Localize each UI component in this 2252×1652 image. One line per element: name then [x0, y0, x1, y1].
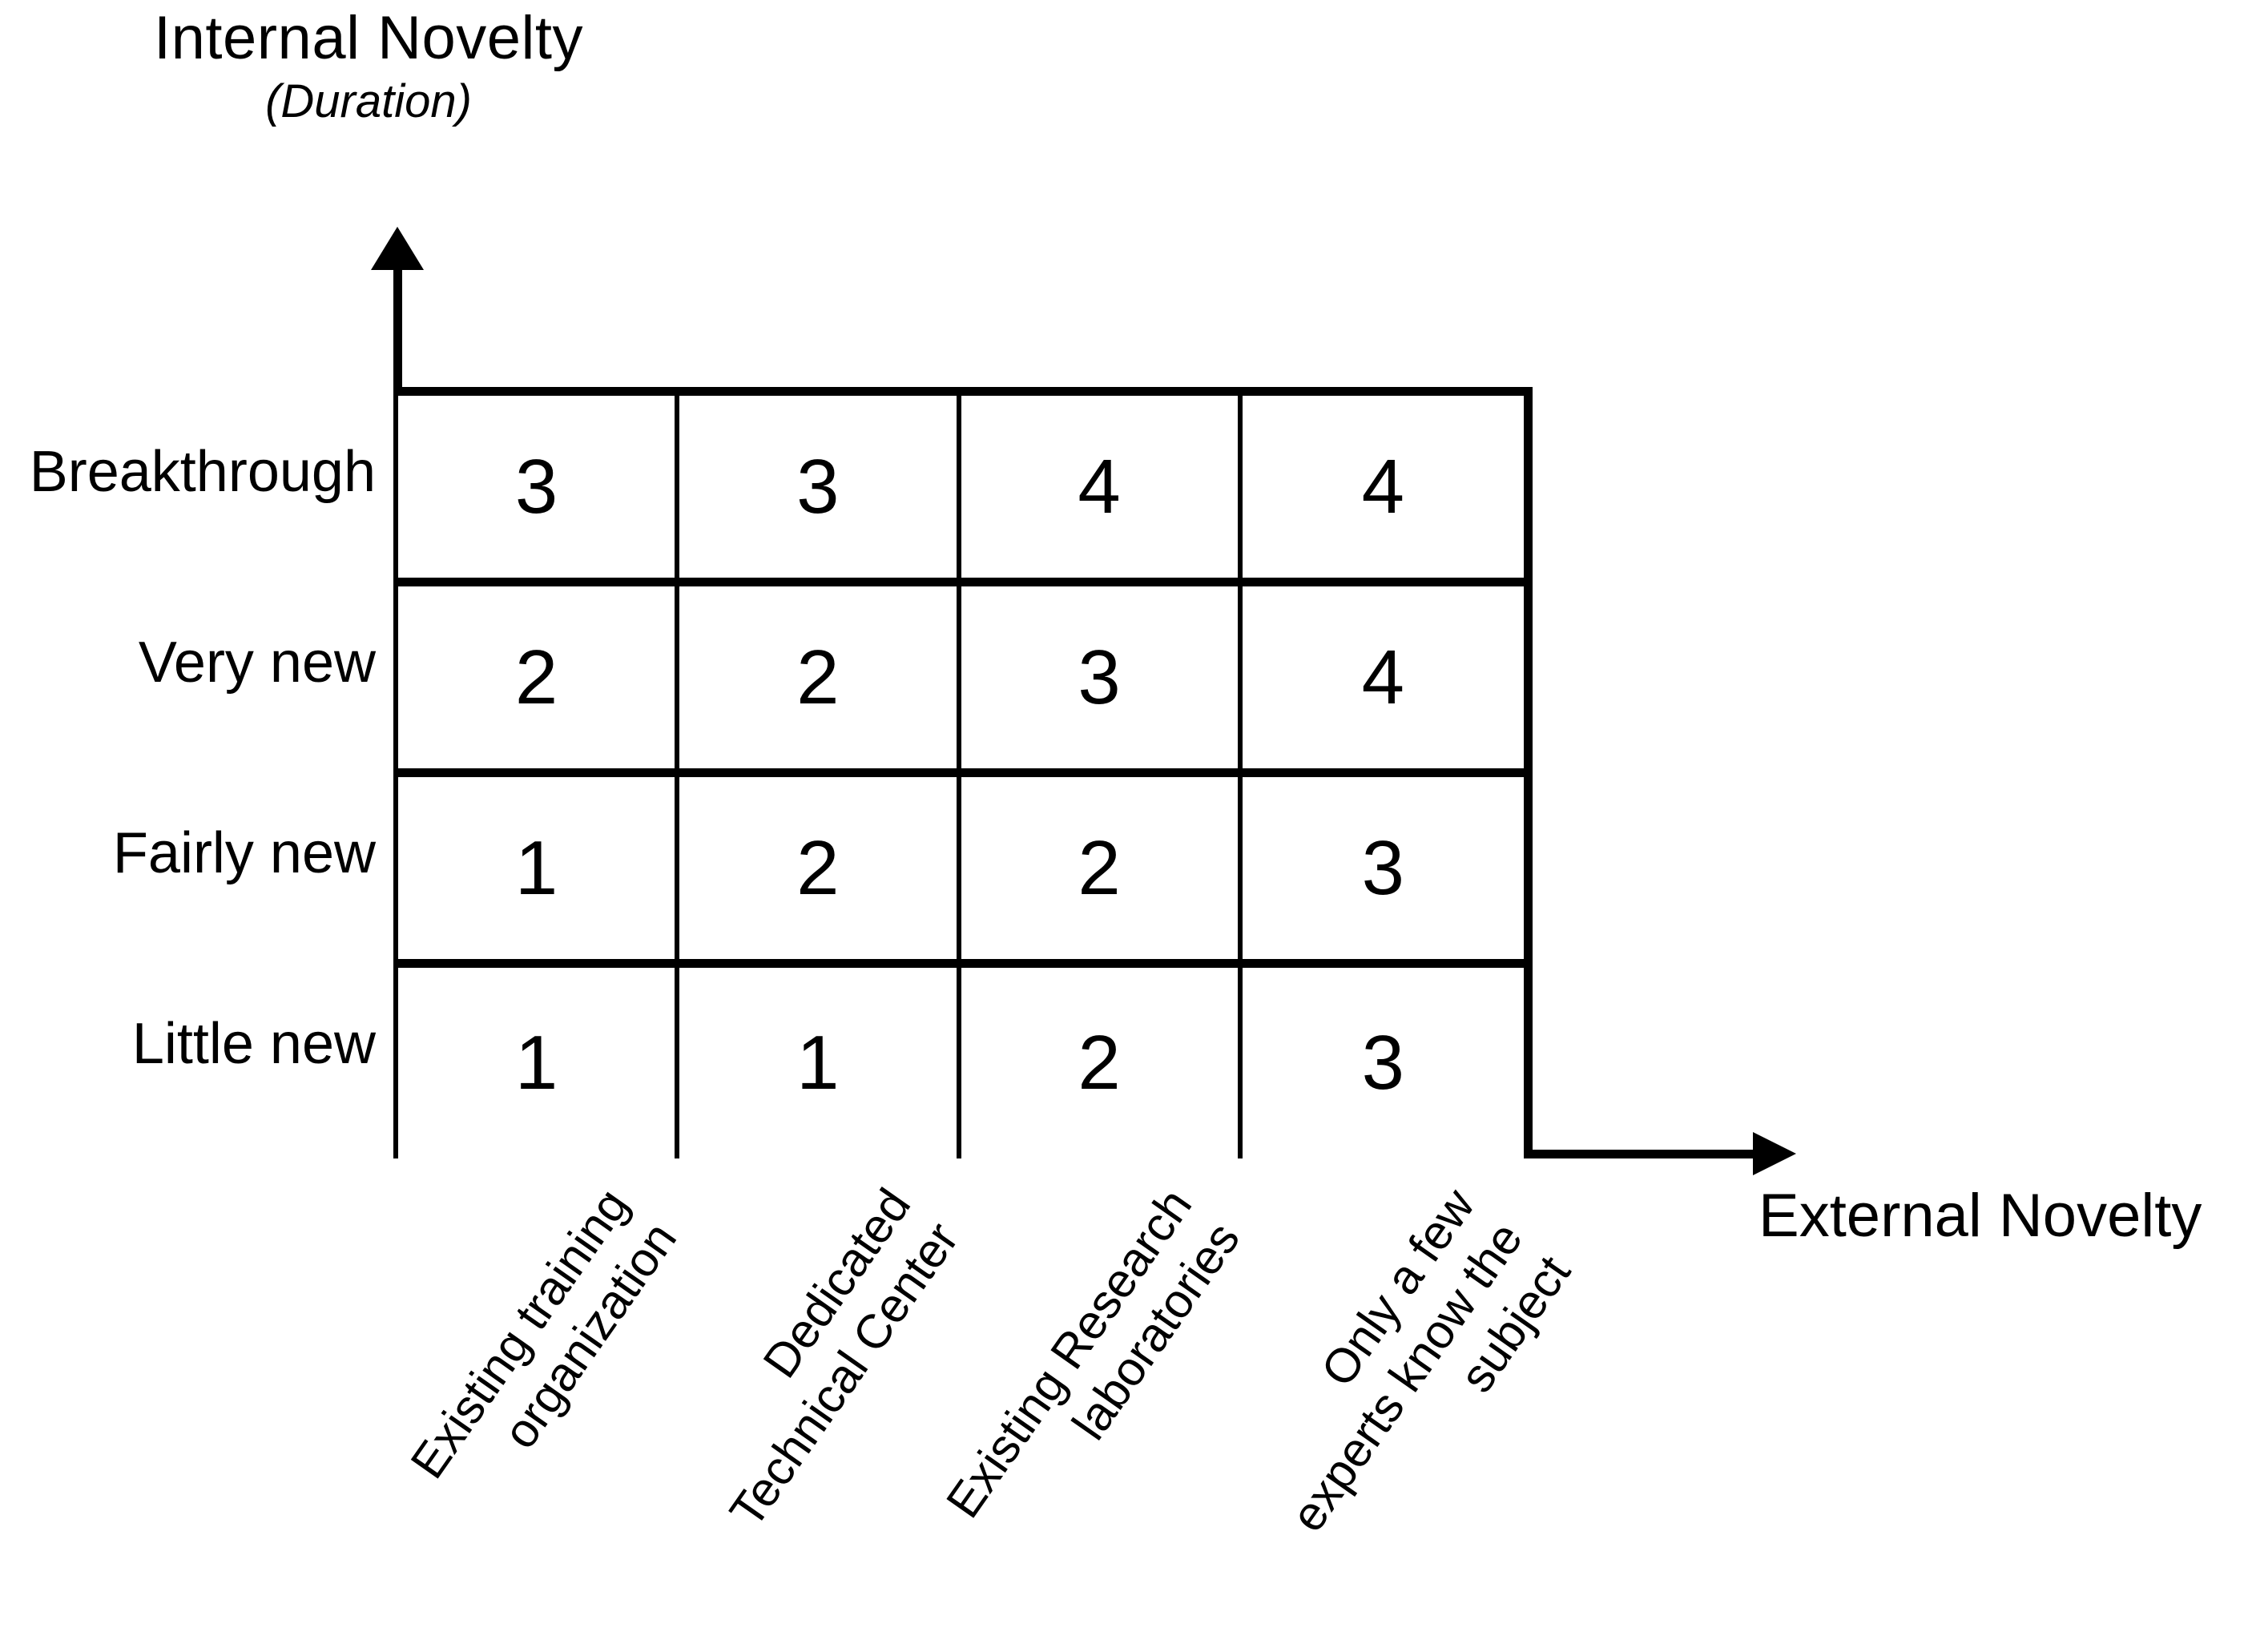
matrix-cell: 1: [398, 777, 680, 968]
y-axis-title: Internal Novelty: [153, 4, 584, 72]
row-label-very-new: Very new: [138, 631, 376, 695]
y-axis-line: [393, 240, 402, 1158]
matrix-cell: 3: [1242, 968, 1524, 1158]
matrix-cell: 3: [398, 396, 680, 586]
y-axis-arrow-icon: [371, 227, 424, 270]
matrix-cell: 4: [961, 396, 1243, 586]
row-label-breakthrough: Breakthrough: [29, 440, 376, 504]
matrix-cell: 2: [679, 586, 961, 777]
matrix-cell: 2: [961, 777, 1243, 968]
y-axis-subtitle: (Duration): [265, 75, 472, 127]
row-label-little-new: Little new: [131, 1012, 376, 1076]
matrix-cell: 3: [679, 396, 961, 586]
matrix-cell: 2: [398, 586, 680, 777]
matrix-cell: 2: [961, 968, 1243, 1158]
matrix-cell: 1: [679, 968, 961, 1158]
matrix-cell: 2: [679, 777, 961, 968]
matrix-cell: 4: [1242, 396, 1524, 586]
matrix-cell: 3: [1242, 777, 1524, 968]
matrix-cell: 4: [1242, 586, 1524, 777]
matrix-cell: 3: [961, 586, 1243, 777]
x-axis-title: External Novelty: [1758, 1182, 2202, 1250]
row-label-fairly-new: Fairly new: [112, 821, 376, 885]
novelty-matrix-grid: 3 3 4 4 2 2 3 4 1 2 2 3 1 1 2 3: [398, 387, 1533, 1158]
x-axis-arrow-icon: [1753, 1132, 1796, 1175]
matrix-cell: 1: [398, 968, 680, 1158]
y-axis-title-block: Internal Novelty (Duration): [96, 6, 641, 128]
